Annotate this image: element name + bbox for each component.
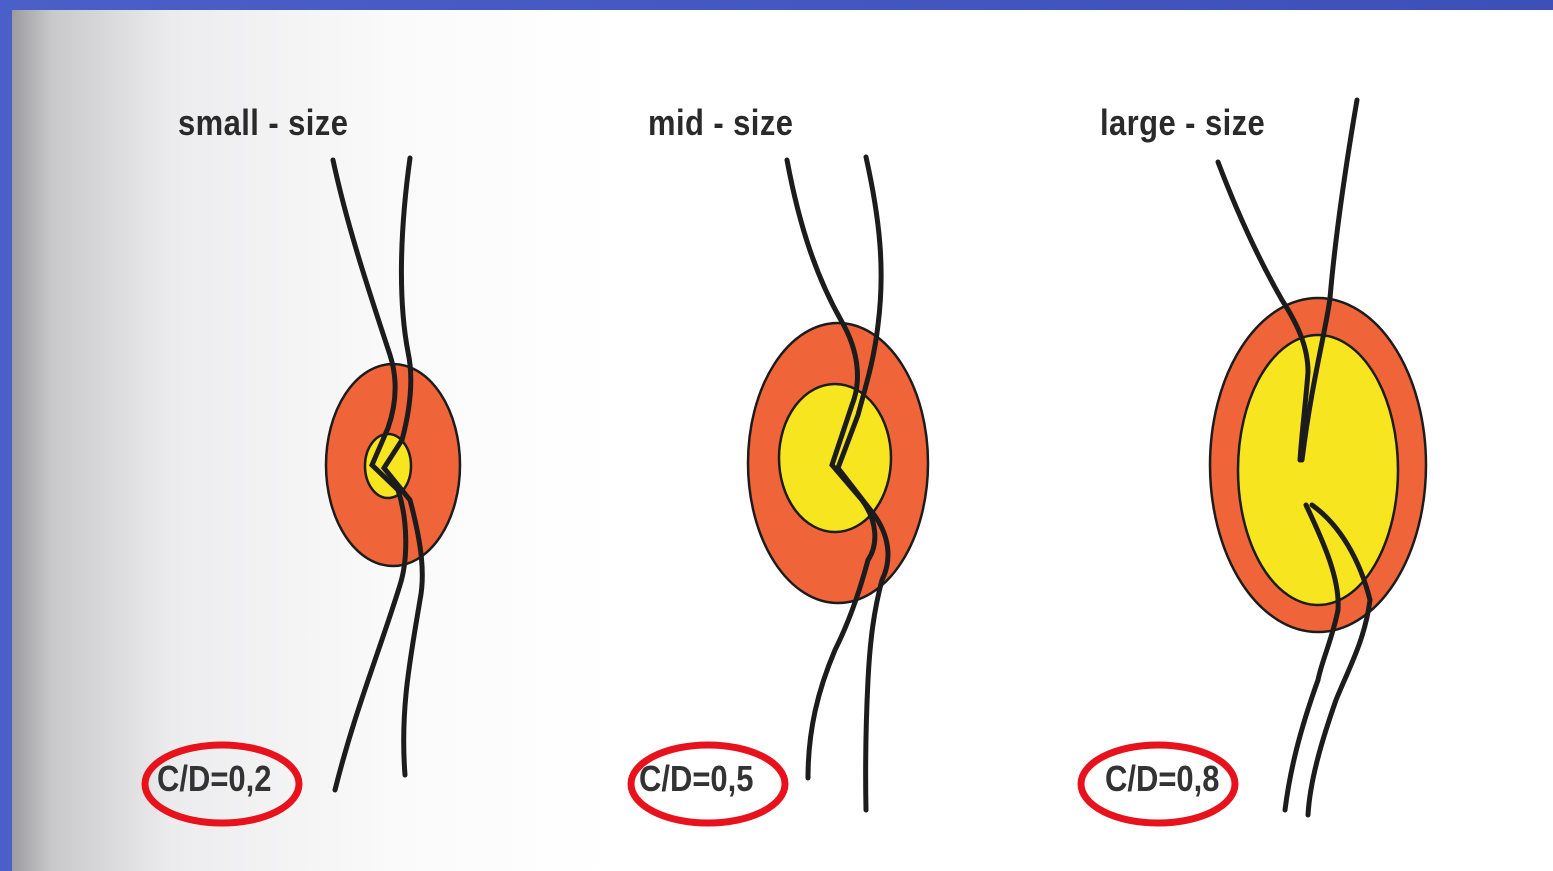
size-label-mid: mid - size [648, 102, 793, 144]
size-label-large: large - size [1100, 102, 1265, 144]
size-label-small: small - size [178, 102, 348, 144]
optic-disc-mid [748, 157, 928, 810]
cd-ratio-label-small: C/D=0,2 [157, 758, 271, 800]
optic-disc-large [1210, 100, 1426, 815]
scanned-page: small - size mid - size large - size C/D… [12, 10, 1553, 871]
optic-disc-small [326, 158, 460, 790]
cd-ratio-label-large: C/D=0,8 [1105, 758, 1219, 800]
cd-ratio-label-mid: C/D=0,5 [639, 758, 753, 800]
